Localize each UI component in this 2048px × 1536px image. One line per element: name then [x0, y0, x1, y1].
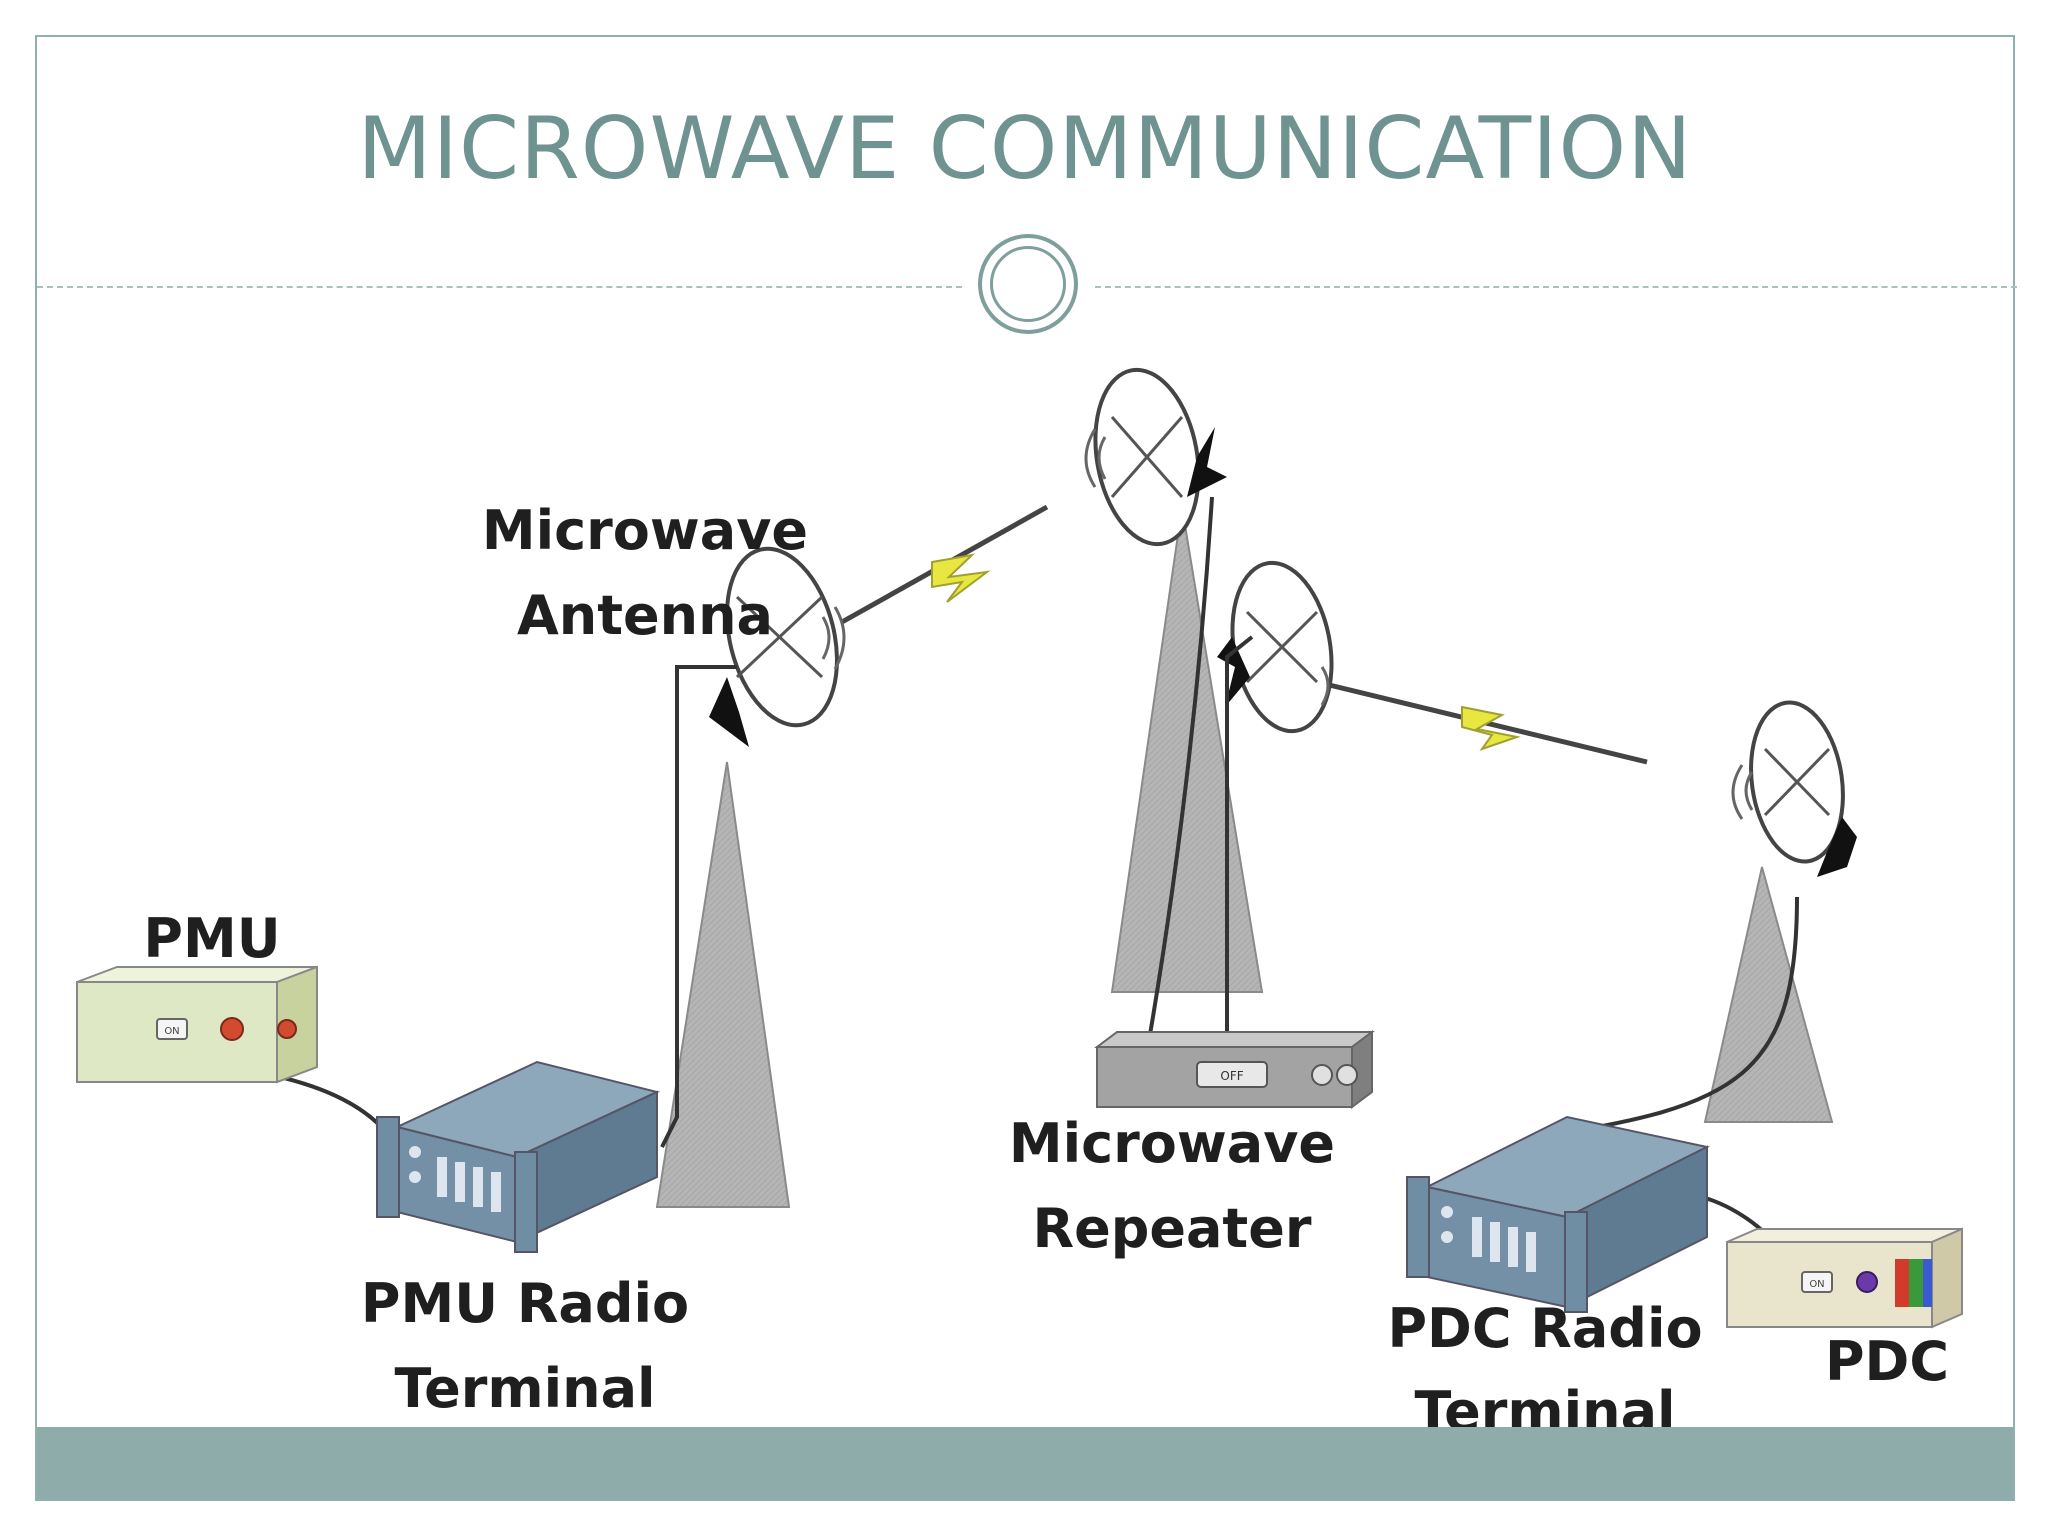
- footer-bar: [37, 1427, 2013, 1499]
- cable-repeater-b: [1225, 635, 1254, 1052]
- label-pmu-radio-line2: Terminal: [394, 1357, 655, 1420]
- label-repeater-line1: Microwave: [1009, 1112, 1335, 1175]
- beam-link-left: [840, 504, 1049, 625]
- label-pdc-radio-line2: Terminal: [1414, 1380, 1675, 1427]
- label-repeater-line2: Repeater: [1033, 1197, 1312, 1260]
- slide: MICROWAVE COMMUNICATION: [35, 35, 2017, 1501]
- pmu-device: ON: [76, 965, 318, 1084]
- cable-repeater-a: [1145, 496, 1214, 1053]
- beam-link-right: [1316, 679, 1648, 765]
- title-ornament-circle: [978, 234, 1078, 334]
- microwave-repeater-device: OFF: [1094, 1030, 1375, 1109]
- tower-left: [655, 761, 791, 1208]
- slide-title: MICROWAVE COMMUNICATION: [357, 99, 1693, 199]
- label-pdc-radio-line1: PDC Radio: [1387, 1297, 1702, 1360]
- cable-pdc-radio-to-right-tower: [1536, 896, 1799, 1139]
- tower-repeater: [1110, 506, 1264, 993]
- pdc-radio-terminal: [1406, 1115, 1710, 1313]
- pdc-device: ON: [1726, 1227, 1963, 1329]
- label-pdc: PDC: [1825, 1330, 1949, 1393]
- pmu-radio-terminal: [376, 1060, 660, 1253]
- pmu-button-label: ON: [164, 1026, 179, 1037]
- dish-antenna-left: [709, 546, 846, 747]
- title-divider-right: [1095, 286, 2017, 288]
- label-microwave-antenna-line2: Antenna: [517, 584, 773, 647]
- dish-antenna-repeater-bottom: [1217, 560, 1334, 734]
- dish-antenna-right: [1731, 700, 1857, 877]
- tower-right: [1703, 866, 1834, 1123]
- label-pmu: PMU: [143, 907, 280, 970]
- label-microwave-antenna-line1: Microwave: [482, 499, 808, 562]
- title-divider-left: [37, 286, 962, 288]
- dish-antenna-repeater-top: [1084, 367, 1227, 547]
- label-pmu-radio-line1: PMU Radio: [361, 1272, 689, 1335]
- cable-radio-to-left-tower: [660, 665, 737, 1148]
- pdc-button-label: ON: [1809, 1279, 1824, 1290]
- repeater-button-label: OFF: [1220, 1069, 1243, 1083]
- microwave-diagram: ON OFF: [76, 367, 1963, 1427]
